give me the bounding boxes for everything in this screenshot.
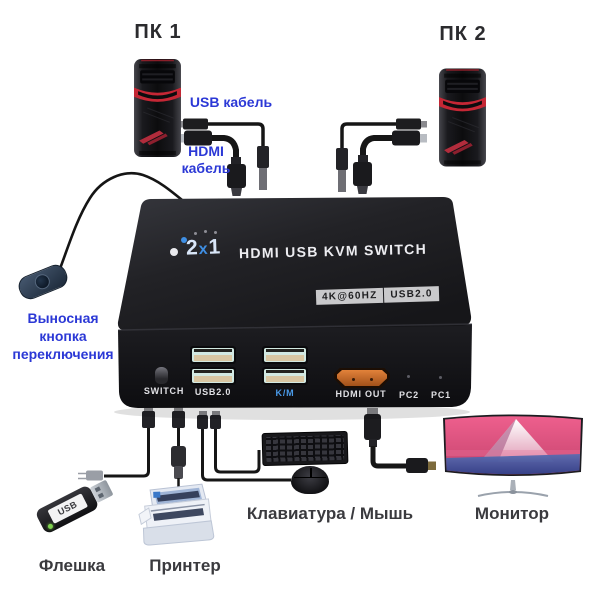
keyboard-mouse-label: Клавиатура / Мышь: [246, 504, 414, 523]
logo-x: x: [198, 240, 208, 259]
hdmi-out-port: [334, 368, 390, 388]
monitor-label: Монитор: [474, 504, 550, 523]
pc2-usb-cable: [336, 118, 427, 192]
monitor-wallpaper: [445, 416, 581, 475]
usb-plug-tip: [259, 166, 267, 190]
flash-label: Флешка: [38, 556, 106, 575]
logo-digit-1: 1: [208, 235, 221, 259]
printer-cable: [171, 405, 186, 491]
logo-dot-small-3: [214, 231, 217, 234]
pc1-hdmi-cable: [177, 130, 246, 196]
mouse-button-split: [310, 468, 312, 477]
mouse: [291, 466, 329, 494]
logo-dot-small-1: [194, 232, 197, 235]
box-front-face: [118, 324, 472, 408]
pc1-title: ПК 1: [134, 21, 182, 43]
port-label-pc2: PC2: [399, 390, 419, 400]
logo-dot-small-2: [204, 230, 207, 233]
logo-digit-2: 2: [185, 236, 199, 260]
monitor-hdmi-cable: [364, 408, 436, 473]
port-label-switch: SWITCH: [143, 386, 185, 396]
port-label-pc1: PC1: [431, 390, 451, 400]
box-top-face: [117, 197, 472, 331]
badge-usb20: USB2.0: [384, 286, 439, 303]
printer-cable-adapter: [171, 446, 186, 467]
keyboard-mouse-cables: [197, 411, 291, 482]
hdmi-cable-label: HDMI кабель: [181, 143, 231, 176]
flash-cable-jack: [86, 470, 103, 481]
port-label-km: K/M: [275, 388, 295, 398]
monitor: [440, 410, 586, 502]
pc2-title: ПК 2: [439, 23, 487, 45]
usb-port-2: [190, 367, 236, 385]
badge-4k60hz: 4K@60HZ: [315, 287, 384, 305]
logo-dot-blue: [181, 237, 187, 243]
printer-label: Принтер: [149, 556, 221, 575]
monitor-stand: [510, 480, 516, 490]
pc2-hdmi-cable: [353, 130, 427, 194]
logo-dot-white: [170, 248, 178, 256]
switch-button-knob: [155, 367, 168, 384]
tower-red-band: [134, 87, 181, 102]
km-port-1: [262, 346, 308, 364]
printer: [136, 482, 220, 549]
logo-2x1: 2x1: [186, 235, 221, 260]
hdmi-plug: [227, 164, 246, 188]
mouse-button-line: [294, 477, 326, 478]
pc2-tower: [438, 62, 487, 173]
usb-cable-label: USB кабель: [189, 94, 273, 110]
pc1-indicator-led: [439, 376, 442, 379]
km-port-2: [262, 367, 308, 385]
usb-port-1: [190, 346, 236, 364]
port-label-hdmi-out: HDMI OUT: [335, 389, 387, 399]
port-label-usb: USB2.0: [194, 387, 232, 397]
pc1-tower: [133, 53, 182, 163]
flash-cable: [78, 405, 155, 481]
pc2-indicator-led: [407, 375, 410, 378]
remote-button-label: Выносная кнопка переключения: [12, 310, 114, 362]
remote-button-cable: [56, 171, 188, 275]
